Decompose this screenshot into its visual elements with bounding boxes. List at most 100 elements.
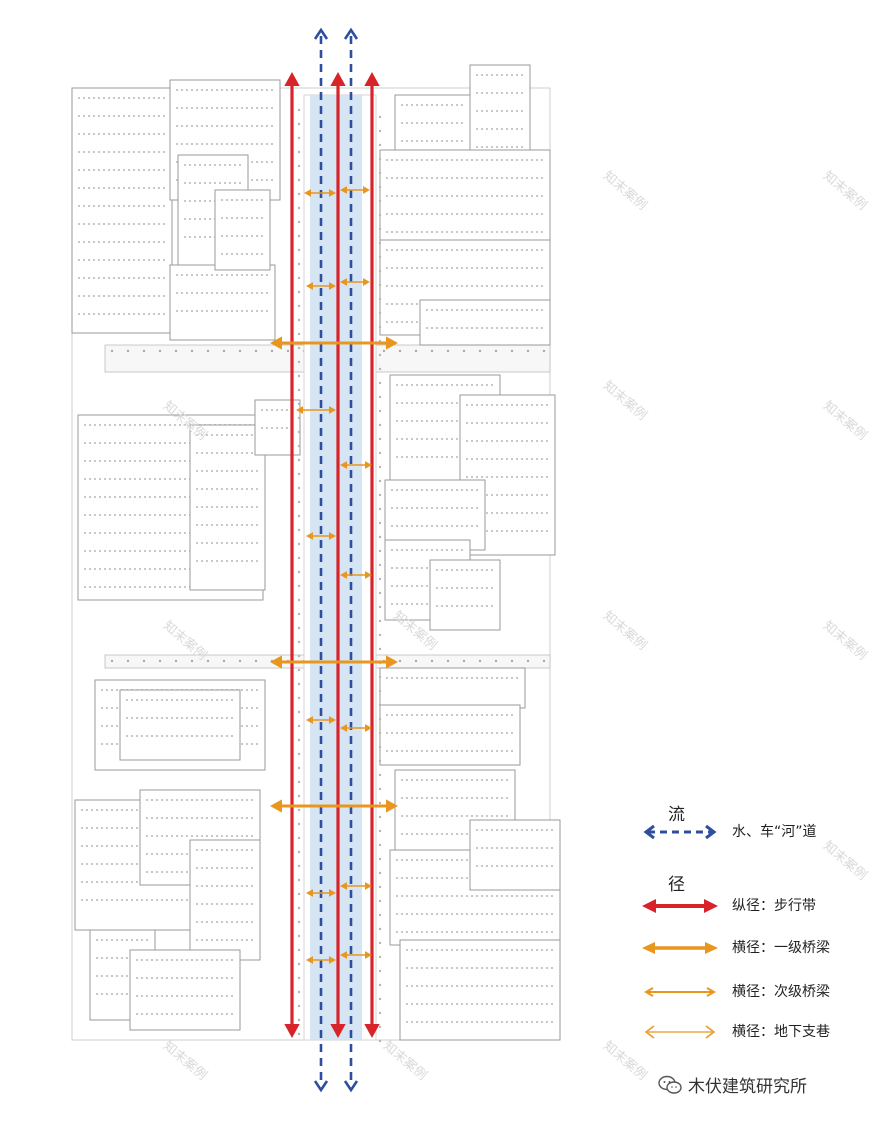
street-tree (378, 1011, 382, 1015)
street-tree (378, 563, 382, 567)
arrow-head (365, 461, 372, 469)
street-tree (378, 577, 382, 581)
red-double-arrow-icon (642, 899, 718, 913)
arrow-head (329, 532, 336, 540)
street-tree (297, 458, 301, 462)
legend-item-water-road: 水、车“河”道 (640, 820, 860, 844)
street-tree (297, 724, 301, 728)
building (214, 189, 271, 271)
street-tree (297, 836, 301, 840)
arrow-head (329, 282, 336, 290)
street-tree (297, 486, 301, 490)
street-tree (297, 402, 301, 406)
street-tree (297, 108, 301, 112)
legend-label: 横径：一级桥梁 (732, 940, 830, 956)
arrow-head (306, 282, 313, 290)
arrow-head (270, 655, 282, 669)
legend-item-primary-bridge: 横径：一级桥梁 (640, 936, 860, 960)
arrow-head (340, 278, 347, 286)
street-tree (378, 269, 382, 273)
street-tree (297, 136, 301, 140)
street-tree (297, 374, 301, 378)
arrow-head (296, 406, 303, 414)
street-tree (378, 185, 382, 189)
street-tree (174, 659, 178, 663)
arrow-head (363, 186, 370, 194)
street-tree (297, 976, 301, 980)
street-tree (297, 990, 301, 994)
street-tree (378, 619, 382, 623)
legend-item-secondary-bridge: 横径：次级桥梁 (640, 980, 860, 1004)
street-tree (297, 640, 301, 644)
street-tree (206, 349, 210, 353)
street-tree (378, 703, 382, 707)
street-tree (222, 659, 226, 663)
street-tree (190, 349, 194, 353)
secondary-bridge-arrow (306, 956, 336, 964)
street-tree (446, 349, 450, 353)
street-tree (446, 659, 450, 663)
street-tree (378, 983, 382, 987)
street-tree (378, 115, 382, 119)
street-tree (378, 843, 382, 847)
street-tree (378, 493, 382, 497)
street-tree (297, 738, 301, 742)
street-tree (297, 948, 301, 952)
street-tree (510, 349, 514, 353)
pedestrian-arrow (364, 72, 380, 1038)
building (419, 299, 551, 346)
legend-label: 横径：次级桥梁 (732, 984, 830, 1000)
street-tree (297, 318, 301, 322)
street-tree (430, 349, 434, 353)
street-tree (126, 349, 130, 353)
street-tree (297, 570, 301, 574)
street-tree (378, 213, 382, 217)
street-tree (378, 423, 382, 427)
arrow-head (340, 951, 347, 959)
arrow-head (284, 72, 300, 86)
building (189, 839, 261, 961)
building (384, 479, 486, 551)
street-tree (494, 659, 498, 663)
dashed-double-arrow-icon (643, 824, 717, 840)
street-tree (378, 297, 382, 301)
legend-label: 纵径：步行带 (732, 898, 816, 914)
street-tree (297, 556, 301, 560)
secondary-bridge-arrow (340, 882, 372, 890)
building (429, 559, 501, 631)
street-tree (297, 906, 301, 910)
arrow-head (340, 186, 347, 194)
arrow-head (340, 571, 347, 579)
street-tree (190, 659, 194, 663)
street-tree (398, 659, 402, 663)
legend-flow-heading: 流 (668, 805, 685, 825)
street-tree (378, 633, 382, 637)
legend-label: 横径：地下支巷 (732, 1024, 830, 1040)
street-tree (110, 349, 114, 353)
street-tree (297, 192, 301, 196)
arrow-head (304, 189, 311, 197)
street-tree (430, 659, 434, 663)
secondary-bridge-arrow (340, 278, 370, 286)
street-tree (378, 857, 382, 861)
route-arrows (270, 27, 398, 1093)
building (169, 264, 276, 341)
arrow-head (329, 406, 336, 414)
street-tree (206, 659, 210, 663)
street-tree (378, 605, 382, 609)
street-tree (378, 997, 382, 1001)
street-tree (378, 549, 382, 553)
street-tree (286, 349, 290, 353)
street-tree (297, 584, 301, 588)
street-tree (378, 787, 382, 791)
street-tree (297, 668, 301, 672)
building (379, 667, 526, 709)
arrow-head (364, 72, 380, 86)
street-tree (542, 659, 546, 663)
street-tree (378, 1025, 382, 1029)
street-tree (297, 304, 301, 308)
street-tree (297, 682, 301, 686)
street-tree (297, 514, 301, 518)
street-tree (378, 227, 382, 231)
street-tree (297, 612, 301, 616)
